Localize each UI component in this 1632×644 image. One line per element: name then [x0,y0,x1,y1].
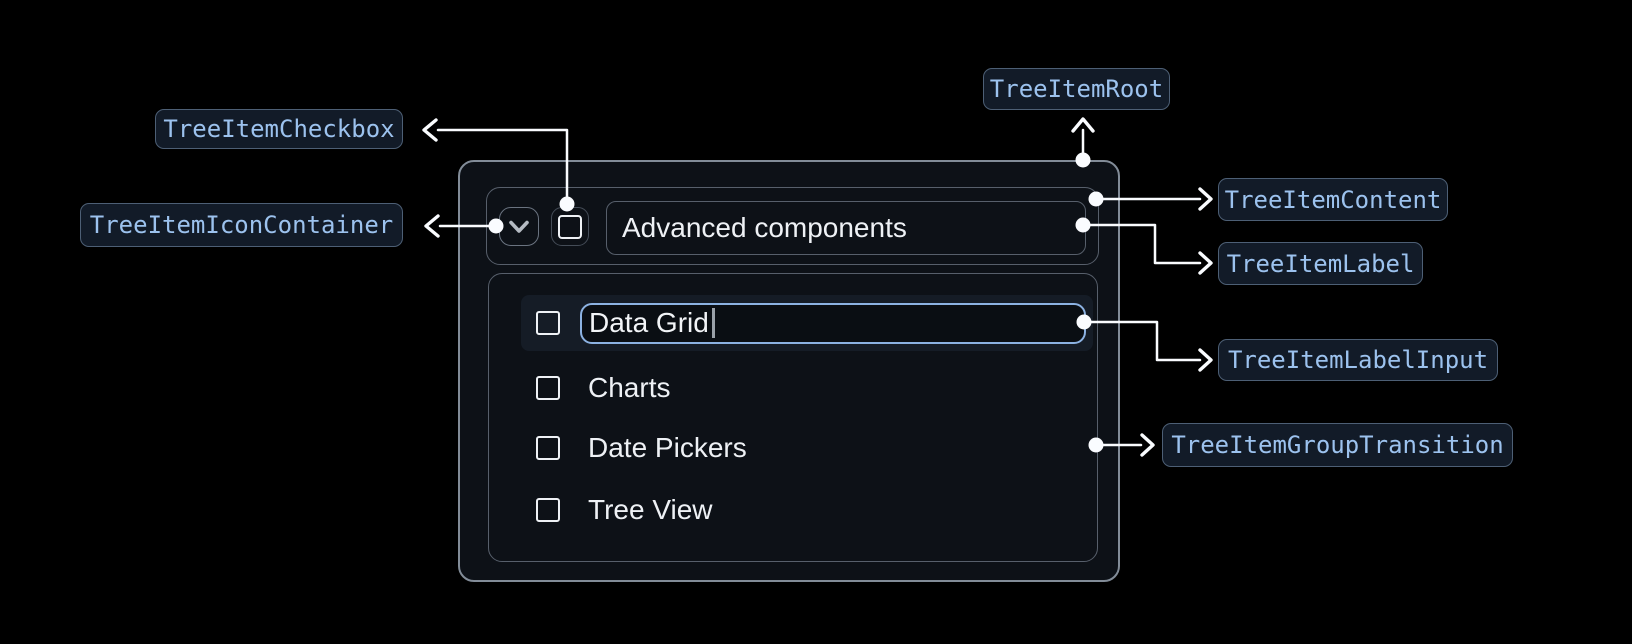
tree-item-label-input[interactable] [580,302,1086,344]
annotation-badge-label-input: TreeItemLabelInput [1218,339,1498,381]
tree-item-row[interactable]: Charts [521,360,1093,416]
label-input-wrapper [580,302,1086,344]
item-label: Charts [588,372,671,403]
tree-item-content[interactable]: Advanced components [486,187,1099,265]
annotation-badge-label: TreeItemLabel [1218,242,1423,285]
item-checkbox[interactable] [536,436,560,460]
tree-item-label[interactable]: Advanced components [606,201,1086,255]
annotation-badge-content: TreeItemContent [1218,178,1448,221]
tree-item-row[interactable]: Date Pickers [521,420,1093,476]
text-cursor [712,307,715,338]
item-label: Tree View [588,494,713,525]
item-label: Date Pickers [588,432,747,463]
parent-checkbox[interactable] [558,214,582,239]
tree-item-row-editing[interactable] [521,295,1093,351]
tree-item-checkbox-container [551,207,589,246]
item-checkbox[interactable] [536,376,560,400]
chevron-down-icon [509,220,529,233]
expand-collapse-button[interactable] [499,207,539,246]
parent-label-text: Advanced components [622,212,907,243]
annotation-badge-icon-container: TreeItemIconContainer [80,203,403,247]
tree-item-root: Advanced components Charts Date Pickers [458,160,1120,582]
annotation-badge-checkbox: TreeItemCheckbox [155,109,403,149]
item-checkbox[interactable] [536,311,560,335]
item-checkbox[interactable] [536,498,560,522]
tree-item-group-transition: Charts Date Pickers Tree View [488,273,1098,562]
tree-item-row[interactable]: Tree View [521,482,1093,538]
annotation-badge-group-transition: TreeItemGroupTransition [1162,423,1513,467]
annotation-badge-root: TreeItemRoot [983,68,1170,110]
